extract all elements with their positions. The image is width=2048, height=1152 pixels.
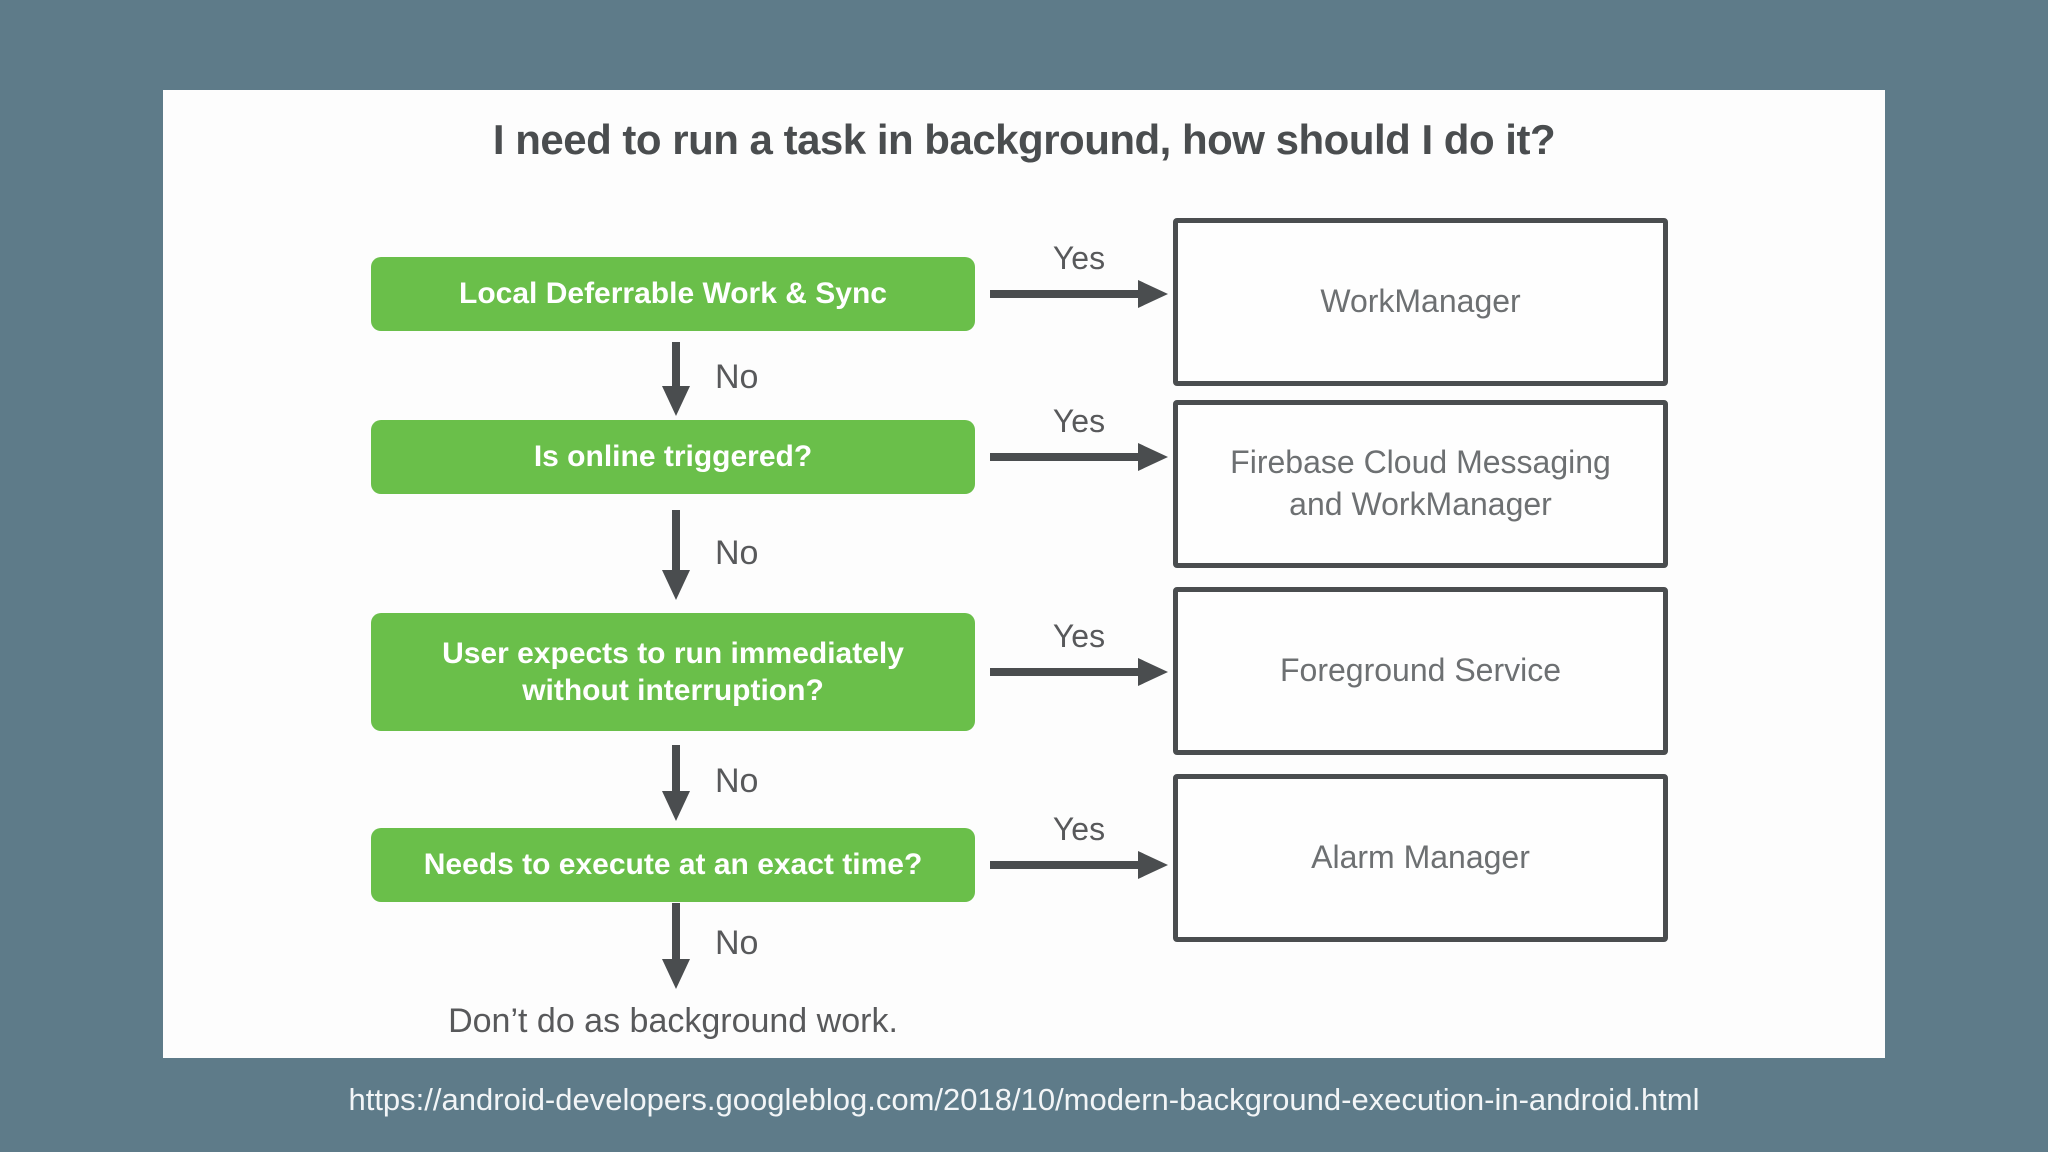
no-label: No	[715, 358, 759, 396]
arrow-shaft	[990, 861, 1138, 869]
yes-arrow-right-icon	[990, 280, 1168, 308]
no-label: No	[715, 534, 759, 572]
arrow-shaft	[672, 903, 680, 959]
no-arrow-down-icon	[662, 342, 690, 416]
arrow-head	[1138, 851, 1168, 879]
arrow-shaft	[990, 668, 1138, 676]
no-arrow-down-icon	[662, 510, 690, 600]
answer-node-foreground-service: Foreground Service	[1173, 587, 1668, 755]
arrow-head	[662, 959, 690, 989]
arrow-head	[1138, 443, 1168, 471]
yes-label: Yes	[1052, 240, 1106, 276]
question-node-local-deferrable-work: Local Deferrable Work & Sync	[371, 257, 975, 331]
answer-node-fcm-workmanager: Firebase Cloud Messaging and WorkManager	[1173, 400, 1668, 568]
yes-label: Yes	[1052, 403, 1106, 439]
arrow-shaft	[672, 745, 680, 791]
arrow-head	[1138, 658, 1168, 686]
arrow-head	[1138, 280, 1168, 308]
arrow-head	[662, 386, 690, 416]
arrow-shaft	[990, 453, 1138, 461]
answer-node-workmanager: WorkManager	[1173, 218, 1668, 386]
no-label: No	[715, 924, 759, 962]
no-arrow-down-icon	[662, 745, 690, 821]
slide-card: I need to run a task in background, how …	[163, 90, 1885, 1058]
yes-arrow-right-icon	[990, 851, 1168, 879]
source-url: https://android-developers.googleblog.co…	[348, 1082, 1700, 1117]
yes-label: Yes	[1052, 618, 1106, 654]
arrow-shaft	[672, 342, 680, 386]
no-label: No	[715, 762, 759, 800]
arrow-shaft	[990, 290, 1138, 298]
answer-node-alarm-manager: Alarm Manager	[1173, 774, 1668, 942]
arrow-head	[662, 791, 690, 821]
arrow-head	[662, 570, 690, 600]
question-node-exact-time: Needs to execute at an exact time?	[371, 828, 975, 902]
yes-arrow-right-icon	[990, 443, 1168, 471]
no-arrow-down-icon	[662, 903, 690, 989]
question-node-online-triggered: Is online triggered?	[371, 420, 975, 494]
page-title: I need to run a task in background, how …	[492, 116, 1556, 163]
question-node-run-immediately: User expects to run immediately without …	[371, 613, 975, 731]
yes-arrow-right-icon	[990, 658, 1168, 686]
terminal-node-dont-do-background-work: Don’t do as background work.	[448, 1002, 898, 1040]
yes-label: Yes	[1052, 811, 1106, 847]
arrow-shaft	[672, 510, 680, 570]
